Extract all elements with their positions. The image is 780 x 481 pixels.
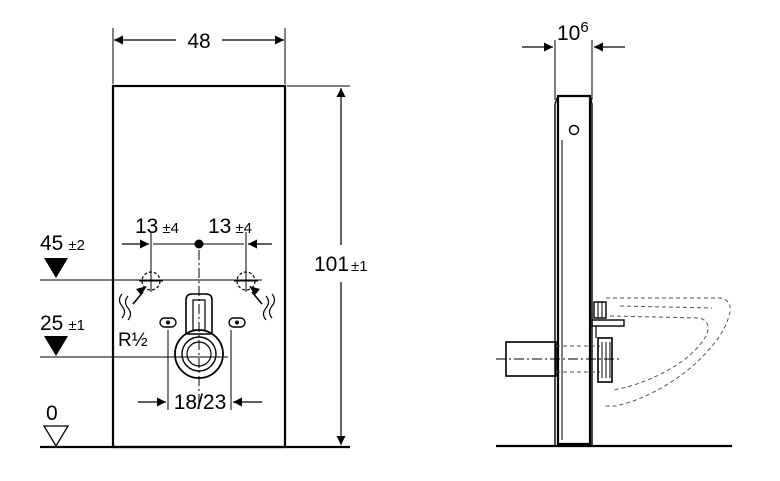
supply-connector (591, 301, 625, 338)
level-marker-supply (44, 258, 68, 278)
inflow-arrow-right (249, 286, 276, 321)
side-module-body (556, 94, 592, 446)
offset-left-value: 13 (135, 215, 158, 238)
width-label: 48 (187, 30, 210, 53)
front-view (40, 28, 350, 449)
drain-assembly (174, 293, 224, 379)
supply-height-tolerance: ±2 (68, 237, 85, 254)
supply-height-label: 45 ±2 (40, 232, 85, 255)
wc-bowl-outline (604, 297, 731, 407)
level-marker-floor (42, 425, 70, 448)
flush-button-icon (568, 124, 580, 136)
offset-left-tolerance: ±4 (162, 220, 179, 237)
supply-connection-right (234, 270, 258, 292)
drain-height-label: 25 ±1 (40, 312, 85, 335)
thread-label: R½ (118, 330, 148, 351)
side-top-cap (554, 95, 559, 105)
level-marker-drain (44, 336, 68, 356)
drain-connector (597, 337, 613, 383)
side-top-cap-right (589, 95, 593, 105)
height-value: 101 (314, 253, 349, 276)
drain-height-tolerance: ±1 (68, 317, 85, 334)
drain-pipe (496, 341, 620, 377)
offset-left-label: 13±4 (135, 215, 179, 238)
height-label: 101±1 (314, 253, 368, 276)
offset-right-value: 13 (208, 215, 231, 238)
mounting-slot-right (228, 317, 246, 328)
offset-right-tolerance: ±4 (235, 220, 252, 237)
drain-height-value: 25 (40, 312, 63, 335)
side-view (496, 40, 732, 448)
depth-label: 106 (557, 19, 589, 45)
depth-value: 10 (557, 22, 580, 45)
drain-spacing-label: 18/23 (174, 391, 227, 414)
supply-height-value: 45 (40, 232, 63, 255)
depth-exponent: 6 (580, 19, 588, 36)
height-tolerance: ±1 (351, 258, 368, 275)
supply-connection-left (139, 270, 163, 292)
inflow-arrow-left (118, 286, 147, 321)
offset-right-label: 13±4 (208, 215, 252, 238)
mounting-slot-left (159, 317, 177, 328)
floor-level-label: 0 (46, 402, 58, 425)
